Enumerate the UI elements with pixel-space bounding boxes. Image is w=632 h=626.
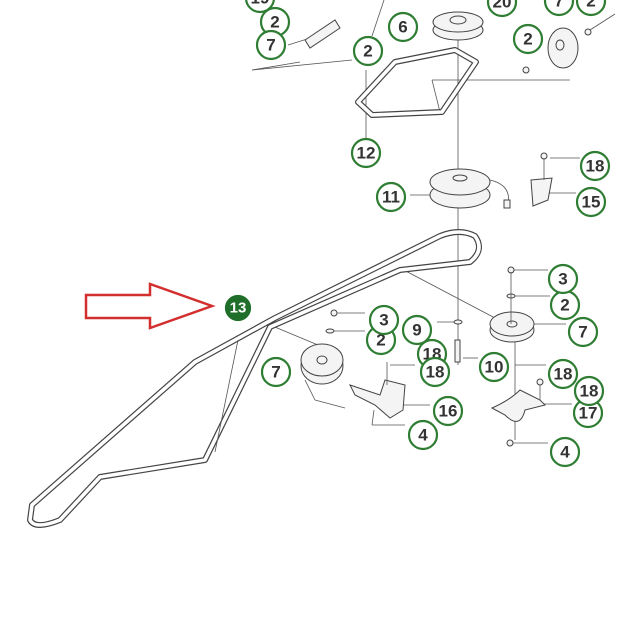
callout[interactable]: 2: [259, 6, 291, 38]
svg-text:15: 15: [582, 193, 601, 212]
callout[interactable]: 18: [573, 375, 605, 407]
svg-text:4: 4: [560, 443, 570, 462]
callout-highlighted[interactable]: 13: [224, 294, 252, 322]
callout[interactable]: 4: [549, 436, 581, 468]
svg-text:7: 7: [266, 36, 275, 55]
idler-pulley-right[interactable]: [489, 266, 535, 343]
idler-pulley-left[interactable]: [300, 309, 344, 385]
callout[interactable]: 18: [419, 356, 451, 388]
svg-text:3: 3: [379, 311, 388, 330]
callout[interactable]: 7: [567, 316, 599, 348]
idler-pulley-top-left[interactable]: [304, 19, 341, 49]
svg-text:7: 7: [271, 363, 280, 382]
callout[interactable]: 12: [350, 137, 382, 169]
callout[interactable]: 4: [407, 419, 439, 451]
svg-text:2: 2: [560, 296, 569, 315]
callout[interactable]: 2: [512, 23, 544, 55]
callout[interactable]: 17: [572, 397, 604, 429]
callout[interactable]: 3: [368, 304, 400, 336]
bracket-15[interactable]: [530, 152, 553, 207]
svg-text:18: 18: [426, 363, 445, 382]
svg-text:9: 9: [412, 321, 421, 340]
svg-text:2: 2: [586, 0, 595, 11]
svg-text:20: 20: [493, 0, 512, 12]
idler-pulley-top-right[interactable]: [522, 13, 616, 74]
spacer-9-10[interactable]: [453, 319, 463, 363]
svg-text:7: 7: [578, 323, 587, 342]
svg-text:2: 2: [270, 13, 279, 32]
callout[interactable]: 7: [543, 0, 575, 17]
callout[interactable]: 2: [352, 35, 384, 67]
svg-text:3: 3: [558, 270, 567, 289]
callout[interactable]: 16: [432, 395, 464, 427]
svg-text:2: 2: [523, 30, 532, 49]
callout[interactable]: 11: [375, 181, 407, 213]
callout[interactable]: 9: [401, 314, 433, 346]
svg-text:17: 17: [579, 404, 598, 423]
callout[interactable]: 2: [549, 289, 581, 321]
leader-lines: [251, 0, 580, 444]
callout[interactable]: 10: [478, 351, 510, 383]
belt-13[interactable]: [27, 229, 482, 528]
svg-text:6: 6: [398, 18, 407, 37]
callout[interactable]: 18: [547, 358, 579, 390]
callout[interactable]: 7: [255, 29, 287, 61]
svg-text:18: 18: [554, 365, 573, 384]
highlight-arrow: [84, 282, 216, 330]
svg-text:10: 10: [485, 358, 504, 377]
callout[interactable]: 15: [575, 186, 607, 218]
svg-text:2: 2: [376, 331, 385, 350]
callout[interactable]: 2: [575, 0, 607, 17]
belt-12: [355, 47, 479, 118]
callout[interactable]: 18: [579, 150, 611, 182]
svg-text:7: 7: [554, 0, 563, 11]
svg-text:13: 13: [230, 300, 247, 317]
svg-text:18: 18: [586, 157, 605, 176]
svg-text:11: 11: [382, 188, 400, 207]
bracket-16[interactable]: [349, 362, 406, 426]
svg-text:18: 18: [580, 382, 599, 401]
svg-text:12: 12: [357, 144, 376, 163]
bracket-17[interactable]: [490, 378, 546, 447]
callout[interactable]: 3: [547, 263, 579, 295]
svg-text:2: 2: [363, 42, 372, 61]
callout[interactable]: 19: [245, 0, 275, 14]
callout[interactable]: 6: [387, 11, 419, 43]
callout[interactable]: 7: [260, 356, 292, 388]
clutch-11[interactable]: [429, 168, 511, 209]
svg-text:4: 4: [418, 426, 428, 445]
svg-text:16: 16: [439, 402, 458, 421]
callout[interactable]: 20: [486, 0, 518, 18]
svg-text:19: 19: [251, 0, 270, 8]
pulley-6[interactable]: [432, 11, 484, 41]
